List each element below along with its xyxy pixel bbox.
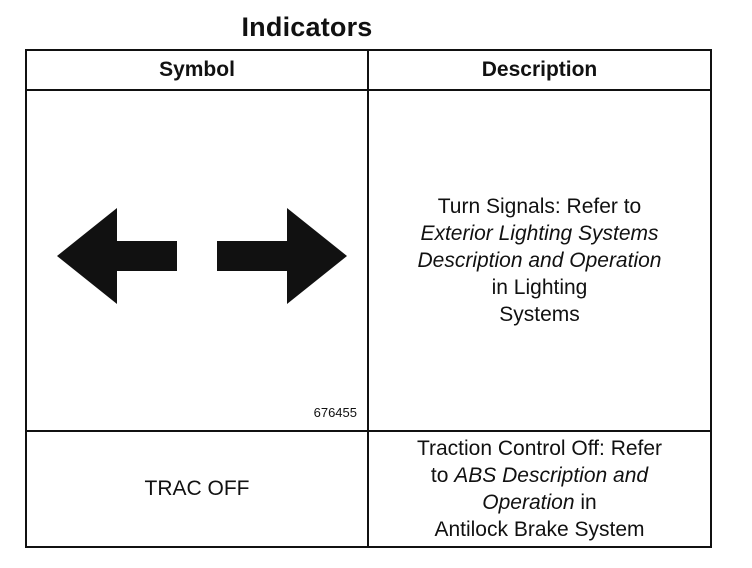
description-cell-turn-signals: Turn Signals: Refer to Exterior Lighting… — [369, 91, 710, 430]
column-divider — [367, 51, 369, 546]
desc-link-text: Operation — [482, 491, 575, 514]
page-title: Indicators — [241, 12, 373, 42]
desc-link-text: Exterior Lighting Systems — [420, 222, 659, 245]
desc-line-prefix: to — [430, 464, 455, 487]
symbol-cell-trac-off: TRAC OFF — [27, 432, 367, 546]
right-arrow-icon — [217, 208, 347, 304]
description-turn-signals: Turn Signals: Refer to Exterior Lighting… — [410, 193, 670, 328]
desc-line-suffix: in — [574, 491, 597, 514]
desc-link-text: Description and Operation — [417, 249, 662, 272]
indicators-table: Symbol Description 676455 Turn Signals: … — [25, 49, 712, 548]
figure-id: 676455 — [313, 405, 357, 420]
row-divider — [27, 430, 710, 432]
desc-link-text: ABS Description and — [454, 464, 649, 487]
header-divider — [27, 89, 710, 91]
description-cell-trac-off: Traction Control Off: Refer to ABS Descr… — [369, 432, 710, 546]
desc-line: Traction Control Off: Refer — [416, 437, 663, 460]
left-arrow-icon — [57, 208, 177, 304]
description-trac-off: Traction Control Off: Refer to ABS Descr… — [409, 435, 670, 543]
header-description: Description — [481, 58, 598, 81]
desc-line: Turn Signals: Refer to — [437, 195, 642, 218]
desc-line: Systems — [499, 303, 580, 326]
desc-line: Antilock Brake System — [434, 518, 645, 541]
turn-signal-arrows-icon — [57, 208, 347, 304]
header-symbol: Symbol — [159, 58, 235, 81]
symbol-cell-turn-signals: 676455 — [27, 91, 367, 430]
desc-line: in Lighting — [491, 276, 588, 299]
trac-off-symbol-text: TRAC OFF — [144, 477, 250, 500]
